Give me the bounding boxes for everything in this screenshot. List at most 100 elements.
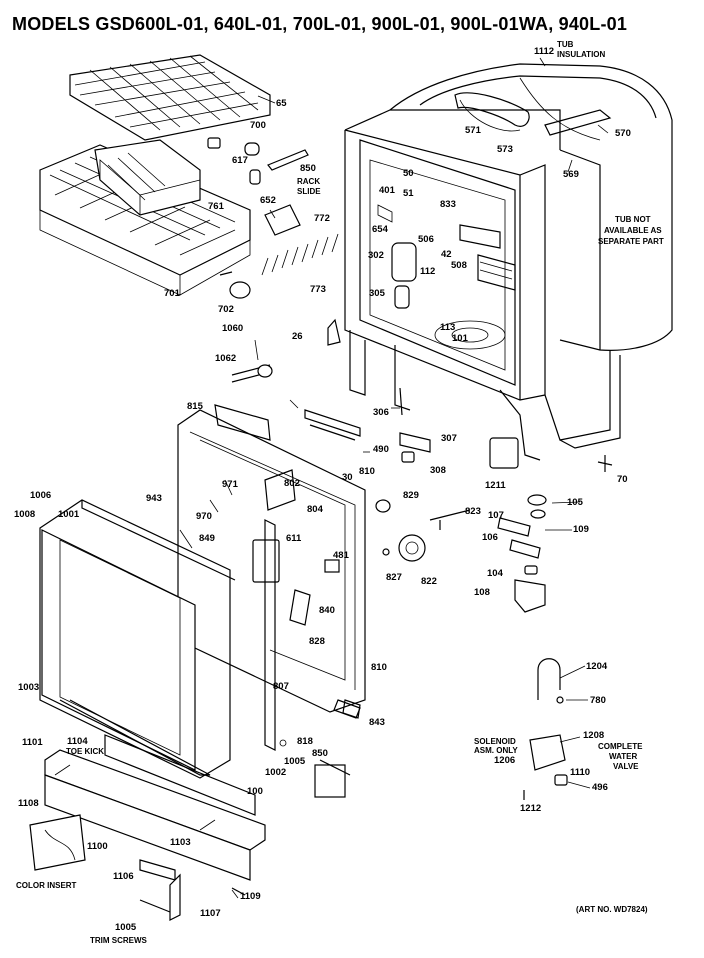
part-label: 761 — [208, 201, 225, 212]
part-label: 1206 — [494, 755, 515, 766]
hydraulic-parts — [375, 387, 613, 800]
part-label: 569 — [563, 169, 579, 180]
part-label: 308 — [430, 465, 446, 476]
part-label: 1212 — [520, 803, 541, 814]
part-label: 101 — [452, 333, 469, 344]
part-label: 1108 — [18, 798, 39, 809]
part-label: 570 — [615, 128, 631, 139]
toe-kick-note: TOE KICK — [66, 747, 104, 756]
part-label: 1109 — [240, 891, 261, 902]
part-label: 1100 — [87, 841, 108, 852]
part-label: 1106 — [113, 871, 134, 882]
part-label: 827 — [386, 572, 402, 583]
water-valve-note: VALVE — [613, 762, 639, 771]
part-label: 1110 — [570, 767, 590, 778]
part-label: 804 — [307, 504, 324, 515]
part-label: 571 — [465, 125, 482, 136]
part-label: 611 — [286, 533, 302, 544]
part-label: 1003 — [18, 682, 39, 693]
part-label: 506 — [418, 234, 434, 245]
part-label: 833 — [440, 199, 456, 210]
part-label: 65 — [276, 98, 287, 109]
solenoid-note: SOLENOID — [474, 737, 516, 746]
part-label: 490 — [373, 444, 389, 455]
tub-insulation-note: TUB — [557, 40, 574, 49]
part-label: 823 — [465, 506, 481, 517]
page-title: MODELS GSD600L-01, 640L-01, 700L-01, 900… — [12, 14, 628, 34]
rack-slide-note: RACK — [297, 177, 320, 186]
tub-insulation-note: INSULATION — [557, 50, 606, 59]
part-label: 26 — [292, 331, 303, 342]
part-label: 108 — [474, 587, 490, 598]
part-label: 617 — [232, 155, 248, 166]
part-label: 700 — [250, 120, 266, 131]
water-valve-note: WATER — [609, 752, 638, 761]
part-label: 30 — [342, 472, 353, 483]
part-label: 496 — [592, 782, 608, 793]
diagram-notes: TUB INSULATION RACK SLIDE TUB NOT AVAILA… — [16, 40, 664, 945]
part-label: 818 — [297, 736, 313, 747]
part-label: 828 — [309, 636, 325, 647]
part-label: 840 — [319, 605, 335, 616]
part-label: 113 — [440, 322, 455, 333]
part-label: 109 — [573, 524, 589, 535]
solenoid-note: ASM. ONLY — [474, 746, 518, 755]
part-label: 1002 — [265, 767, 286, 778]
tub-assembly — [344, 63, 673, 461]
part-label: 970 — [196, 511, 212, 522]
part-label: 1006 — [30, 490, 51, 501]
tub-not-available-note: TUB NOT — [615, 215, 651, 224]
part-label: 807 — [273, 681, 289, 692]
part-label: 51 — [403, 188, 414, 199]
part-label: 42 — [441, 249, 452, 260]
art-number: (ART NO. WD7824) — [576, 905, 648, 914]
part-number-labels: 1112 65 700 617 850 761 652 772 701 702 … — [14, 46, 631, 933]
part-label: 1103 — [170, 837, 191, 848]
part-label: 702 — [218, 304, 234, 315]
part-label: 1062 — [215, 353, 236, 364]
part-label: 1001 — [58, 509, 80, 520]
part-label: 1104 — [67, 736, 88, 747]
door-assembly — [29, 404, 366, 921]
part-label: 701 — [164, 288, 181, 299]
part-label: 1208 — [583, 730, 604, 741]
part-label: 850 — [312, 748, 328, 759]
rack-slide-note: SLIDE — [297, 187, 321, 196]
part-label: 305 — [369, 288, 386, 299]
part-label: 508 — [451, 260, 467, 271]
part-label: 850 — [300, 163, 316, 174]
part-label: 307 — [441, 433, 457, 444]
part-label: 107 — [488, 510, 504, 521]
part-label: 1008 — [14, 509, 35, 520]
color-insert-note: COLOR INSERT — [16, 881, 77, 890]
part-label: 829 — [403, 490, 419, 501]
tub-not-available-note: AVAILABLE AS — [604, 226, 662, 235]
part-label: 815 — [187, 401, 204, 412]
part-label: 306 — [373, 407, 389, 418]
part-label: 772 — [314, 213, 330, 224]
part-label: 1005 — [115, 922, 137, 933]
part-label: 401 — [379, 185, 396, 196]
part-label: 112 — [420, 266, 435, 277]
part-label: 1211 — [485, 480, 506, 491]
part-label: 100 — [247, 786, 263, 797]
part-label: 802 — [284, 478, 300, 489]
part-label: 1060 — [222, 323, 243, 334]
part-label: 849 — [199, 533, 215, 544]
part-label: 822 — [421, 576, 437, 587]
part-label: 654 — [372, 224, 389, 235]
part-label: 773 — [310, 284, 326, 295]
part-label: 843 — [369, 717, 385, 728]
water-valve-note: COMPLETE — [598, 742, 643, 751]
leader-lines — [231, 57, 609, 899]
part-label: 1204 — [586, 661, 608, 672]
part-label: 810 — [371, 662, 387, 673]
part-label: 943 — [146, 493, 162, 504]
dish-rack — [39, 54, 341, 409]
part-label: 1112 — [534, 46, 554, 57]
trim-screws-note: TRIM SCREWS — [90, 936, 148, 945]
part-label: 780 — [590, 695, 606, 706]
tub-not-available-note: SEPARATE PART — [598, 237, 664, 246]
part-label: 810 — [359, 466, 375, 477]
